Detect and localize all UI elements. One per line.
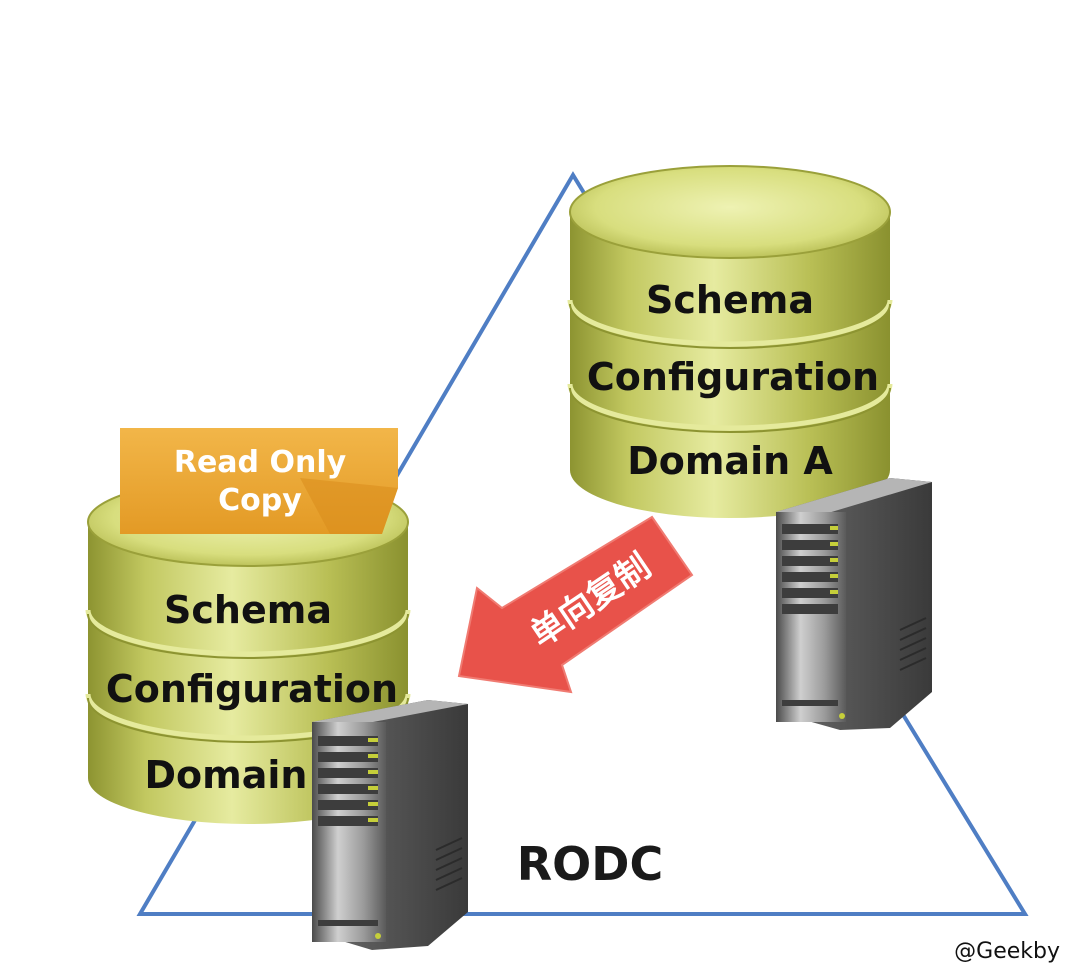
rodc-configuration-label: Configuration <box>106 667 398 711</box>
one-way-replication-arrow <box>457 515 694 694</box>
rodc-label: RODC <box>517 837 663 891</box>
rodc-domain-label: Domain <box>145 753 308 797</box>
read-only-copy-badge <box>120 428 398 534</box>
primary-dc-server-icon <box>776 478 932 730</box>
rodc-server-icon <box>312 700 468 950</box>
primary-database-cylinder <box>567 165 893 518</box>
rodc-schema-label: Schema <box>164 588 332 632</box>
primary-domain-label: Domain A <box>627 439 833 483</box>
watermark: @Geekby <box>954 939 1060 964</box>
read-only-badge-line1: Read Only <box>174 445 347 480</box>
read-only-badge-line2: Copy <box>218 483 302 518</box>
primary-configuration-label: Configuration <box>587 355 879 399</box>
primary-schema-label: Schema <box>646 278 814 322</box>
